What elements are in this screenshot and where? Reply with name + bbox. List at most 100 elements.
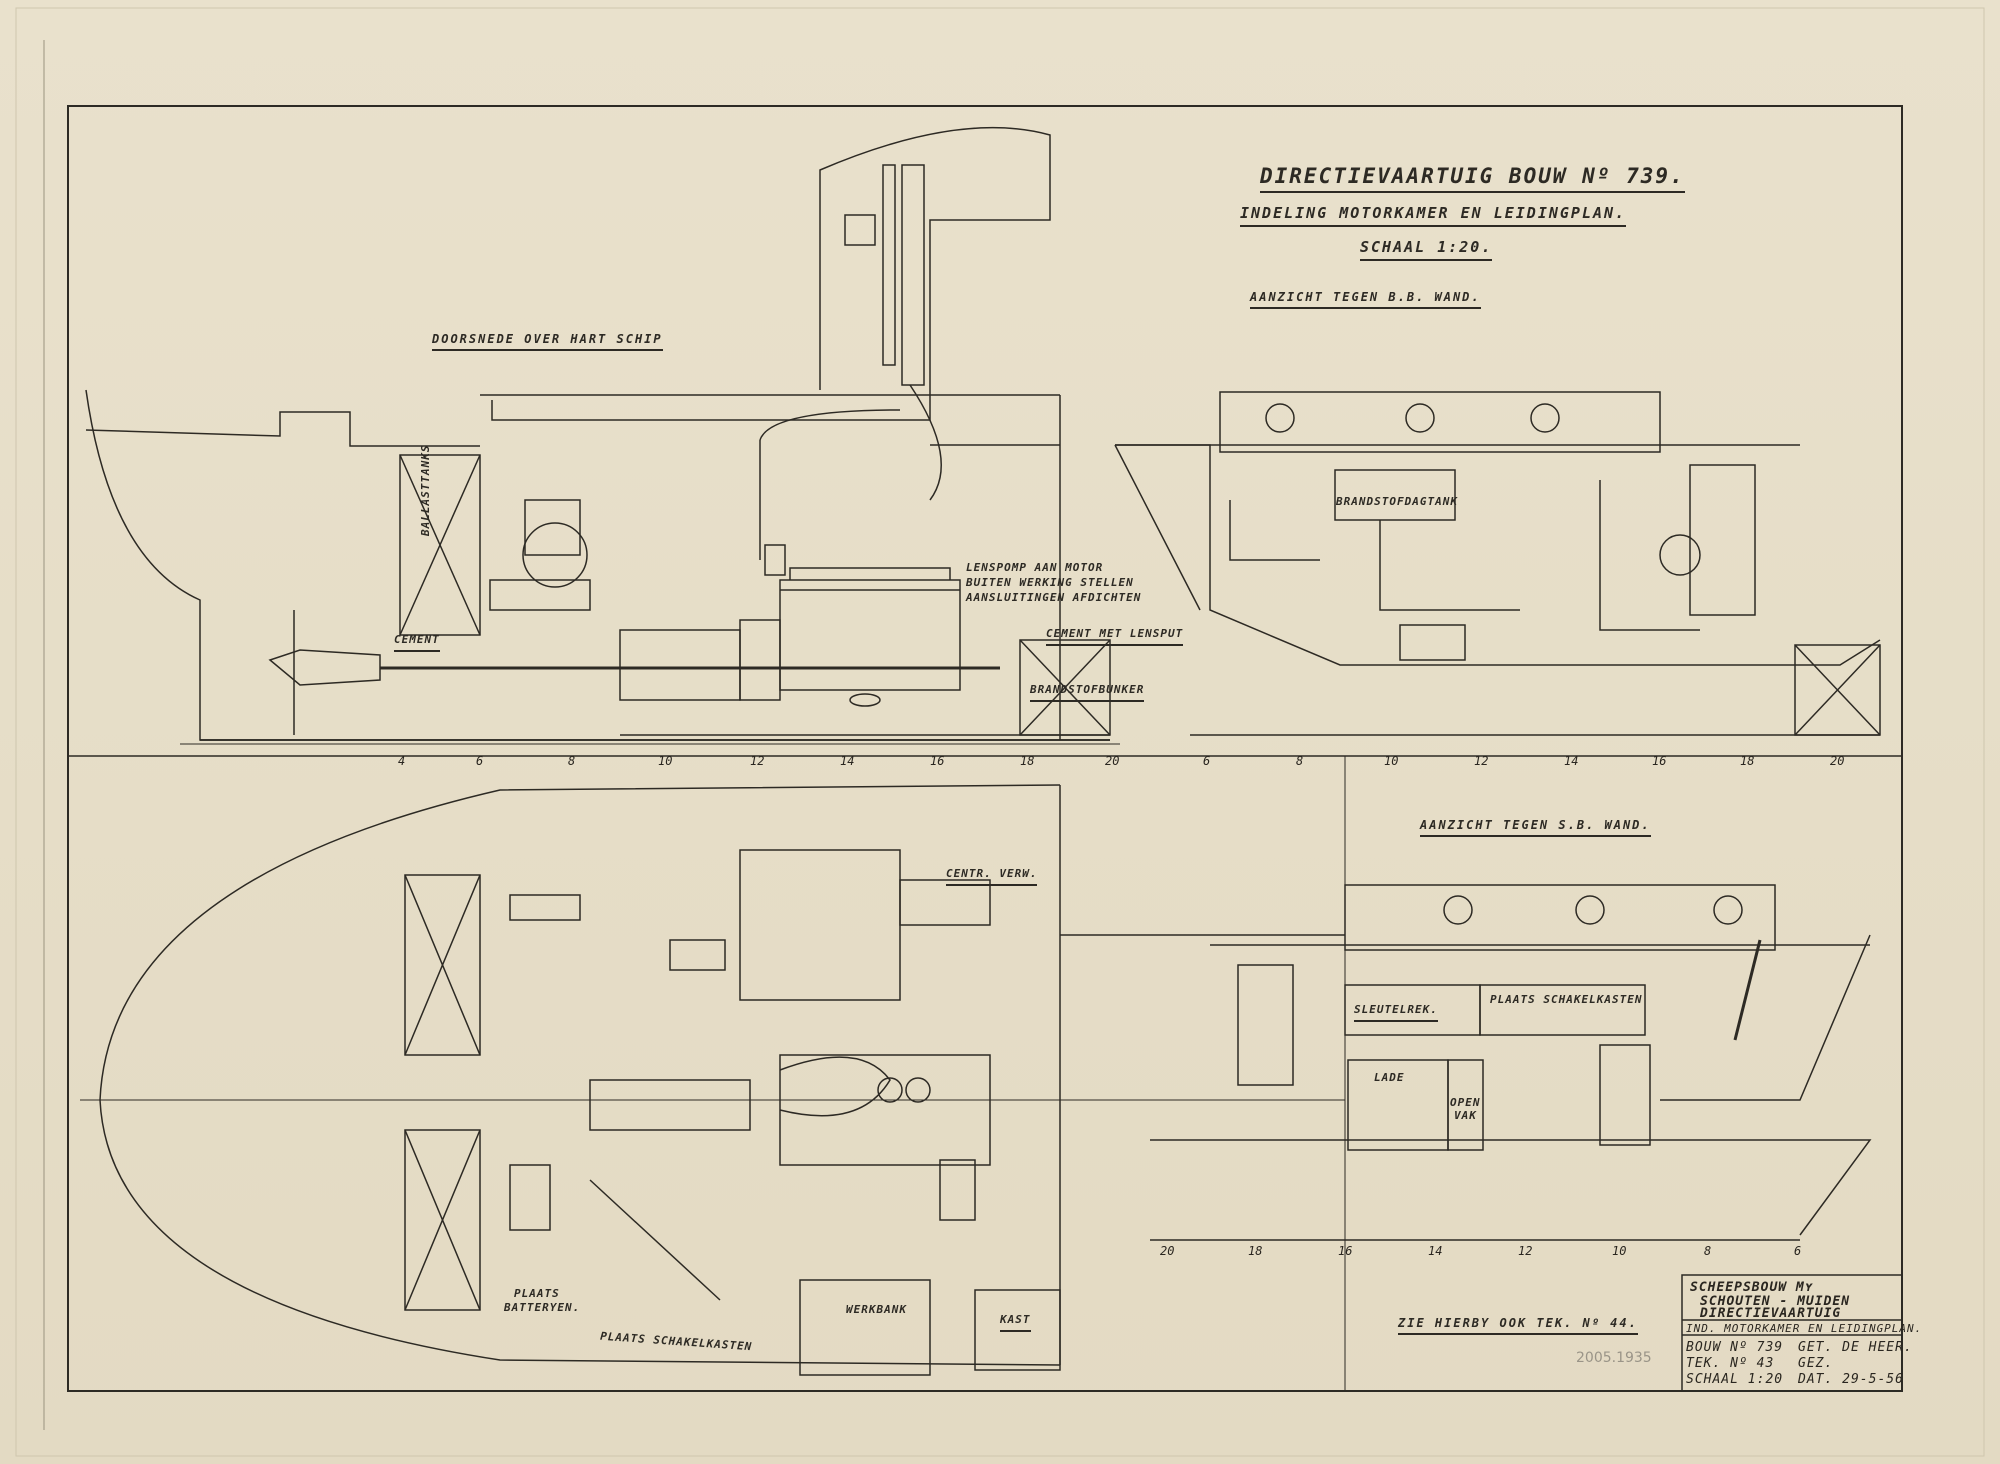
drawing-border: [67, 105, 1903, 1392]
pipe-92: [491, 390, 931, 421]
label-plaats-batterijen-1: PLAATS: [514, 1287, 560, 1300]
tick: 14: [840, 754, 854, 768]
bb-wall-view: [1114, 391, 1881, 736]
tick: 20: [1160, 1244, 1174, 1258]
bb-tray: [1399, 624, 1466, 661]
label-cement: CEMENT: [394, 632, 440, 652]
tick: 6: [1794, 1244, 1801, 1258]
label-werkbank: WERKBANK: [846, 1303, 907, 1316]
tick: 8: [1296, 754, 1303, 768]
view-title-sb: AANZICHT TEGEN S.B. WAND.: [1420, 818, 1651, 837]
tb-dat: DAT. 29-5-56: [1798, 1372, 1904, 1387]
tb-gez: GEZ.: [1798, 1356, 1834, 1371]
tick: 8: [1704, 1244, 1711, 1258]
drawing-title: DIRECTIEVAARTUIG BOUW Nº 739.: [1260, 164, 1685, 193]
brandstofdagtank: [1334, 469, 1456, 521]
label-brandstofbunker: BRANDSTOFBUNKER: [1030, 682, 1145, 702]
bb-tick-labels: 6 8 10 12 14 16 18 20: [1203, 754, 1844, 768]
funnel-vents: [844, 214, 876, 246]
generator: [522, 522, 588, 588]
tick: 16: [1338, 1244, 1352, 1258]
paper-edge: [15, 7, 1985, 1457]
plan-hull-outline: [99, 784, 1061, 1366]
label-brandstofdagtank: BRANDSTOFDAGTANK: [1336, 495, 1458, 508]
label-plaats-schakelkasten-sb: PLAATS SCHAKELKASTEN: [1490, 993, 1643, 1006]
tick: 6: [1203, 754, 1210, 768]
funnel: [819, 126, 1051, 390]
tick: 18: [1248, 1244, 1262, 1258]
werkbank: [799, 1279, 931, 1376]
label-plaats-batterijen-2: BATTERYEN.: [504, 1301, 581, 1314]
tick: 10: [1612, 1244, 1626, 1258]
label-centr-verw: CENTR. VERW.: [946, 866, 1038, 886]
plan-generator: [589, 1079, 751, 1131]
view-title-section: DOORSNEDE OVER HART SCHIP: [432, 332, 663, 351]
label-cement-lensput: CEMENT MET LENSPUT: [1046, 626, 1184, 646]
tb-bouw: BOUW Nº 739: [1686, 1340, 1784, 1355]
label-ballasttanks: BALLASTTANKS: [419, 444, 432, 536]
tick: 10: [1384, 754, 1398, 768]
tick: 16: [930, 754, 944, 768]
pipe-loop: [739, 849, 901, 1001]
centr-verw: [899, 879, 991, 926]
label-zie-hierby: ZIE HIERBY OOK TEK. Nº 44.: [1398, 1316, 1638, 1335]
tb-line2: SCHOUTEN - MUIDEN: [1700, 1294, 1851, 1309]
section-tick-labels: 4 6 8 10 12 14 16 18 20: [398, 754, 1119, 768]
tick: 14: [1428, 1244, 1442, 1258]
label-open-vak-2: VAK: [1454, 1109, 1477, 1122]
tick: 20: [1105, 754, 1119, 768]
tb-line1: SCHEEPSBOUW Mʏ: [1690, 1280, 1814, 1295]
tick: 12: [750, 754, 764, 768]
drawing-scale: SCHAAL 1:20.: [1360, 238, 1493, 261]
tick: 10: [658, 754, 672, 768]
label-kast: KAST: [1000, 1312, 1031, 1332]
plan-engine: [779, 1054, 991, 1166]
exhaust-pipe: [901, 164, 925, 386]
label-sleutelrek: SLEUTELREK.: [1354, 1002, 1438, 1022]
label-lenspomp-2: BUITEN WERKING STELLEN: [966, 576, 1134, 589]
tick: 16: [1652, 754, 1666, 768]
exhaust-bend: [909, 384, 942, 501]
sb-wall-view: [1150, 884, 1872, 1241]
tb-line3: DIRECTIEVAARTUIG: [1700, 1306, 1842, 1321]
propeller-hub: [268, 649, 381, 686]
tick: 20: [1830, 754, 1844, 768]
sb-door: [1237, 964, 1294, 1086]
sb-tick-labels: 20 18 16 14 12 10 8 6: [1160, 1244, 1801, 1258]
deck-line: [85, 411, 480, 447]
plan-battery: [509, 1164, 551, 1231]
tick: 18: [1020, 754, 1034, 768]
tick: 8: [568, 754, 575, 768]
sb-deckhouse: [1344, 884, 1776, 951]
label-lenspomp-3: AANSLUITINGEN AFDICHTEN: [966, 591, 1142, 604]
tick: 14: [1564, 754, 1578, 768]
tb-get: GET. DE HEER.: [1798, 1340, 1913, 1355]
gearbox: [619, 629, 741, 701]
tick: 4: [398, 754, 405, 768]
tick: 12: [1474, 754, 1488, 768]
valve-manifold: [509, 894, 581, 921]
label-open-vak-1: OPEN: [1450, 1096, 1481, 1109]
plan-view: [80, 784, 1345, 1376]
tick: 12: [1518, 1244, 1532, 1258]
archive-stamp: 2005.1935: [1576, 1350, 1652, 1366]
hull-profile: [85, 389, 1110, 741]
bb-deckhouse: [1219, 391, 1661, 453]
view-title-bb: AANZICHT TEGEN B.B. WAND.: [1250, 290, 1481, 309]
tb-schaal: SCHAAL 1:20: [1686, 1372, 1784, 1387]
title-block-frame: [1681, 1274, 1903, 1392]
tb-line4: IND. MOTORKAMER EN LEIDINGPLAN.: [1686, 1322, 1923, 1335]
tick: 18: [1740, 754, 1754, 768]
tick: 6: [476, 754, 483, 768]
main-engine: [779, 579, 961, 691]
bb-tank-54: [1689, 464, 1756, 616]
drawing-subtitle: INDELING MOTORKAMER EN LEIDINGPLAN.: [1240, 204, 1627, 227]
tb-tek: TEK. Nº 43: [1686, 1356, 1775, 1371]
plan-ballast: [404, 874, 481, 1056]
label-lenspomp-1: LENSPOMP AAN MOTOR: [966, 561, 1104, 574]
section-view: [85, 126, 1111, 741]
label-lade: LADE: [1374, 1071, 1405, 1084]
ballast-tank: [399, 454, 481, 636]
